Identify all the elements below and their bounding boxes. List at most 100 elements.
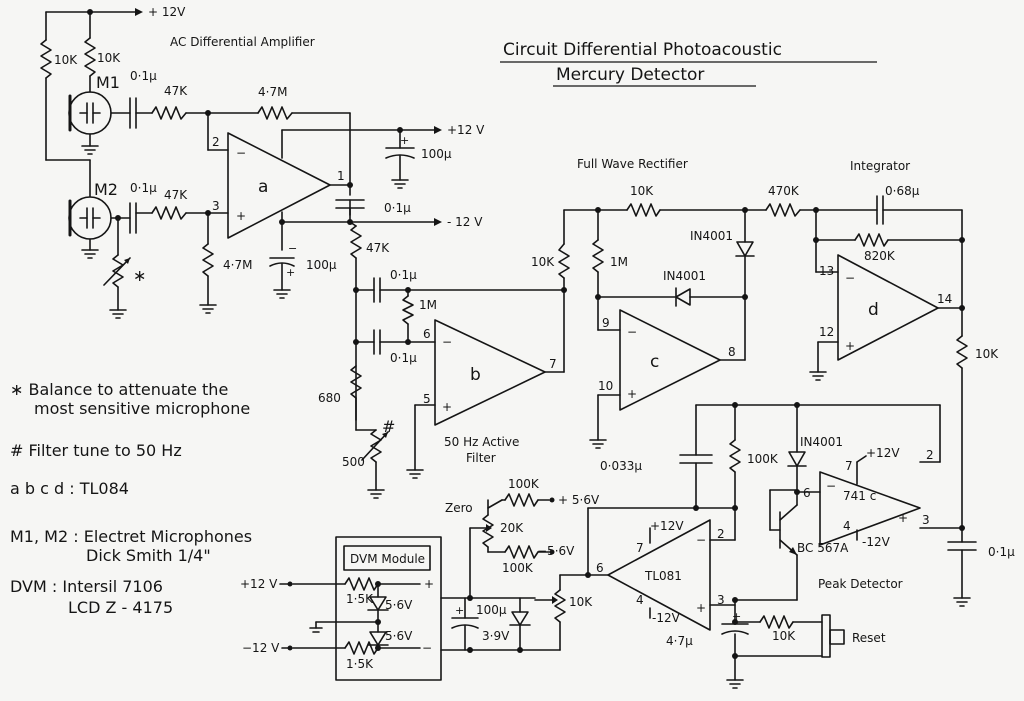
svg-text:Zero: Zero: [445, 501, 473, 515]
svg-text:14: 14: [937, 292, 952, 306]
svg-text:10K: 10K: [569, 595, 593, 609]
svg-text:10: 10: [598, 379, 613, 393]
svg-text:820K: 820K: [864, 249, 896, 263]
microphone-m1: M1: [68, 73, 131, 155]
svg-text:4: 4: [843, 519, 851, 533]
mic-m1-label: M1: [96, 73, 120, 92]
svg-text:7: 7: [636, 541, 644, 555]
svg-text:+: +: [732, 610, 741, 623]
svg-text:3: 3: [212, 199, 220, 213]
svg-text:+: +: [696, 601, 706, 615]
svg-text:9: 9: [602, 316, 610, 330]
svg-text:+12V: +12V: [866, 446, 900, 460]
svg-text:+: +: [442, 400, 452, 414]
svg-text:d: d: [868, 300, 879, 320]
svg-text:0·1μ: 0·1μ: [130, 69, 157, 83]
svg-text:100K: 100K: [747, 452, 779, 466]
svg-text:5·6V: 5·6V: [385, 598, 413, 612]
svg-text:∗: ∗: [133, 266, 146, 285]
svg-text:+: +: [627, 387, 637, 401]
svg-text:+: +: [845, 339, 855, 353]
notes: ∗ Balance to attenuate the most sensitiv…: [10, 380, 252, 617]
svg-text:470K: 470K: [768, 184, 800, 198]
m2-input-path: 0·1μ 47K 4·7M: [129, 181, 252, 314]
svg-text:8: 8: [728, 345, 736, 359]
svg-text:3·9V: 3·9V: [482, 629, 510, 643]
svg-text:100K: 100K: [502, 561, 534, 575]
svg-text:b: b: [470, 365, 481, 385]
opamp-b: 6 − + 5 b 7 50 Hz Active Filter: [406, 287, 567, 479]
svg-text:2: 2: [212, 135, 220, 149]
svg-text:+: +: [236, 209, 246, 223]
zero-network: Zero 100K + 5·6V 20K 100K −5·6V: [445, 477, 600, 601]
ac-amp-label: AC Differential Amplifier: [170, 35, 315, 49]
svg-text:+12 V: +12 V: [447, 123, 485, 137]
svg-text:100μ: 100μ: [306, 258, 337, 272]
svg-text:0·68μ: 0·68μ: [885, 184, 920, 198]
svg-text:2: 2: [926, 448, 934, 462]
svg-text:+: +: [400, 134, 409, 147]
integrator: 470K 0·68μ 820K: [765, 184, 965, 309]
svg-text:1·5K: 1·5K: [346, 657, 374, 671]
svg-text:1M: 1M: [610, 255, 628, 269]
svg-text:−: −: [845, 271, 855, 285]
svg-text:+: +: [455, 604, 464, 617]
svg-text:10K: 10K: [531, 255, 555, 269]
svg-text:−: −: [826, 479, 836, 493]
svg-text:+: +: [898, 511, 908, 525]
svg-text:47K: 47K: [164, 84, 188, 98]
microphone-m2: M2: [68, 180, 131, 259]
svg-text:4·7M: 4·7M: [223, 258, 252, 272]
svg-text:Reset: Reset: [852, 631, 886, 645]
svg-text:5: 5: [423, 392, 431, 406]
svg-text:20K: 20K: [500, 521, 524, 535]
svg-text:10K: 10K: [975, 347, 999, 361]
resistor-10k-right: 10K: [84, 37, 121, 93]
svg-text:a: a: [258, 177, 268, 197]
m1-input-path: 0·1μ 47K 4·7M: [129, 69, 351, 186]
opamp-d: 13 − + 12 d 14 10K: [809, 254, 999, 543]
resistor-10k-left: 10K: [40, 39, 78, 161]
mic-m2-label: M2: [94, 180, 118, 199]
svg-text:−: −: [236, 146, 246, 160]
svg-text:IN4001: IN4001: [800, 435, 843, 449]
note-balance-2: most sensitive microphone: [34, 399, 250, 418]
dvm-block: DVM Module +12 V 1·5K + 5·6V 5·6V −12 V …: [240, 536, 561, 681]
svg-text:IN4001: IN4001: [690, 229, 733, 243]
opamp-a: 2 3 − + a 1: [207, 132, 353, 239]
svg-text:680: 680: [318, 391, 341, 405]
opamp-741: 741 c 6 − + 7 +12V 4 -12V 3 0·1μ: [803, 446, 1015, 607]
title-line-2: Mercury Detector: [556, 65, 704, 85]
note-dvm-1: DVM : Intersil 7106: [10, 577, 163, 596]
svg-text:5·6V: 5·6V: [385, 629, 413, 643]
svg-text:6: 6: [596, 561, 604, 575]
svg-text:4·7μ: 4·7μ: [666, 634, 693, 648]
svg-text:+: +: [286, 266, 295, 279]
svg-text:-12V: -12V: [652, 611, 681, 625]
svg-text:10K: 10K: [97, 51, 121, 65]
pot-10k: 10K: [534, 572, 593, 651]
svg-text:0·1μ: 0·1μ: [390, 351, 417, 365]
svg-text:−5·6V: −5·6V: [537, 544, 575, 558]
note-mics-1: M1, M2 : Electret Microphones: [10, 527, 252, 546]
svg-text:−: −: [442, 335, 452, 349]
svg-text:0·1μ: 0·1μ: [384, 201, 411, 215]
rectifier: 10K 10K 1M IN4001 IN4001: [531, 184, 767, 361]
svg-text:+12 V: +12 V: [240, 577, 278, 591]
peak-detector: 2 0·033μ 100K IN4001 BC 567A Peak: [587, 402, 941, 603]
svg-text:0·033μ: 0·033μ: [600, 459, 642, 473]
note-filter: # Filter tune to 50 Hz: [10, 441, 182, 460]
svg-text:13: 13: [819, 264, 834, 278]
svg-text:4: 4: [636, 593, 644, 607]
note-mics-2: Dick Smith 1/4": [86, 546, 211, 565]
svg-text:+ 5·6V: + 5·6V: [558, 493, 600, 507]
opamp-a-supply: +12 V + 100μ - 12 V − + 100μ 0·1μ: [269, 123, 485, 299]
svg-text:6: 6: [803, 486, 811, 500]
opamp-c: 9 − + 10 c 8: [589, 309, 746, 449]
svg-text:4·7M: 4·7M: [258, 85, 287, 99]
svg-text:3: 3: [717, 593, 725, 607]
note-chips: a b c d : TL084: [10, 479, 129, 498]
svg-text:7: 7: [549, 357, 557, 371]
svg-text:3: 3: [922, 513, 930, 527]
